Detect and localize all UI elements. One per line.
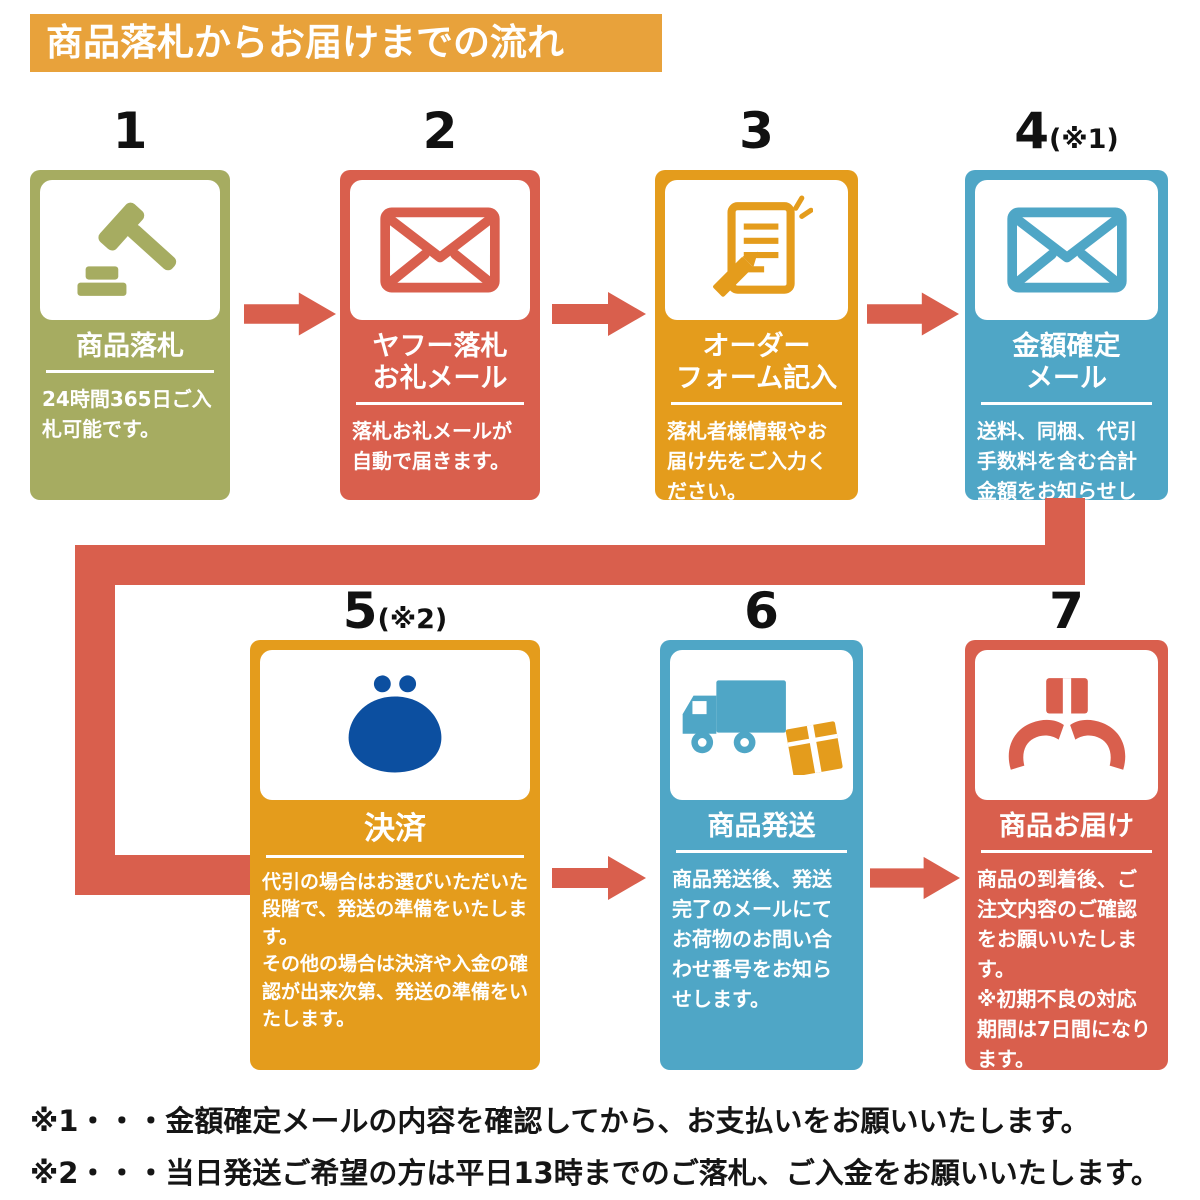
step-card-price-mail: 金額確定 メール 送料、同梱、代引手数料を含む合計金額をお知らせします。 bbox=[965, 170, 1168, 500]
step-number-text: 1 bbox=[112, 102, 148, 160]
step-6-number: 6 bbox=[660, 580, 863, 642]
step-card-delivery: 商品お届け 商品の到着後、ご注文内容のご確認をお願いいたします。 ※初期不良の対… bbox=[965, 640, 1168, 1070]
footnote-1: ※1・・・金額確定メールの内容を確認してから、お支払いをお願いいたします。 bbox=[30, 1104, 1090, 1138]
step-4-title: 金額確定 メール bbox=[1012, 331, 1121, 394]
order-form-icon bbox=[712, 195, 813, 297]
step-number-text: 4 bbox=[1014, 102, 1050, 160]
step-1-icon-box bbox=[40, 180, 220, 320]
step-1-number: 1 bbox=[30, 100, 230, 162]
truck-box-icon bbox=[682, 680, 843, 775]
step-number-text: 7 bbox=[1049, 582, 1084, 640]
step-7-title: 商品お届け bbox=[999, 811, 1134, 842]
mail-icon bbox=[380, 207, 500, 293]
step-number-text: 2 bbox=[422, 102, 458, 160]
step-7-number: 7 bbox=[965, 580, 1168, 642]
mail-icon bbox=[1006, 207, 1127, 293]
step-number-text: 3 bbox=[739, 102, 774, 160]
step-4-body: 送料、同梱、代引手数料を含む合計金額をお知らせします。 bbox=[977, 418, 1137, 500]
step-2-number: 2 bbox=[340, 100, 540, 162]
step-5-icon-box bbox=[260, 650, 530, 800]
divider bbox=[266, 854, 524, 858]
step-7-icon-box bbox=[975, 650, 1158, 800]
flow-arrow-right-icon bbox=[867, 292, 959, 336]
divider bbox=[981, 849, 1152, 853]
connector-horizontal-segment bbox=[75, 545, 1085, 585]
step-number-suffix: (※1) bbox=[1049, 124, 1119, 155]
step-4-number: 4(※1) bbox=[965, 100, 1168, 162]
step-2-title: ヤフー落札 お礼メール bbox=[372, 331, 508, 394]
step-number-suffix: (※2) bbox=[377, 604, 448, 635]
step-1-body: 24時間365日ご入札可能です。 bbox=[42, 386, 212, 441]
step-card-order-form: オーダー フォーム記入 落札者様情報やお届け先をご入力ください。 bbox=[655, 170, 858, 500]
step-card-payment: 決済 代引の場合はお選びいただいた段階で、発送の準備をいたします。 その他の場合… bbox=[250, 640, 540, 1070]
connector-horizontal-segment bbox=[75, 855, 250, 895]
step-6-title: 商品発送 bbox=[707, 811, 816, 842]
step-6-body: 商品発送後、発送完了のメールにてお荷物のお問い合わせ番号をお知らせします。 bbox=[672, 866, 832, 1011]
connector-down-segment bbox=[75, 545, 115, 895]
step-4-icon-box bbox=[975, 180, 1158, 320]
divider bbox=[46, 369, 214, 373]
divider bbox=[676, 849, 847, 853]
step-5-number: 5(※2) bbox=[250, 580, 540, 642]
step-card-thanks-mail: ヤフー落札 お礼メール 落札お礼メールが自動で届きます。 bbox=[340, 170, 540, 500]
step-card-auction-win: 商品落札 24時間365日ご入札可能です。 bbox=[30, 170, 230, 500]
step-card-shipping: 商品発送 商品発送後、発送完了のメールにてお荷物のお問い合わせ番号をお知らせしま… bbox=[660, 640, 863, 1070]
page-title: 商品落札からお届けまでの流れ bbox=[30, 14, 662, 72]
step-5-title: 決済 bbox=[364, 811, 426, 847]
hands-package-icon bbox=[1008, 678, 1125, 770]
flow-arrow-right-icon bbox=[244, 292, 336, 336]
step-3-icon-box bbox=[665, 180, 848, 320]
divider bbox=[671, 401, 842, 405]
flow-arrow-right-icon bbox=[552, 856, 646, 900]
step-2-body: 落札お礼メールが自動で届きます。 bbox=[352, 418, 512, 473]
step-number-text: 6 bbox=[744, 582, 779, 640]
step-5-body: 代引の場合はお選びいただいた段階で、発送の準備をいたします。 その他の場合は決済… bbox=[262, 870, 529, 1031]
flow-arrow-right-icon bbox=[552, 292, 646, 336]
divider bbox=[981, 401, 1152, 405]
divider bbox=[356, 401, 524, 405]
flow-arrow-right-icon bbox=[870, 856, 960, 900]
step-number-text: 5 bbox=[342, 582, 378, 640]
gavel-icon bbox=[77, 202, 177, 296]
step-3-body: 落札者様情報やお届け先をご入力ください。 bbox=[667, 418, 827, 500]
coin-purse-icon bbox=[348, 675, 442, 773]
step-2-icon-box bbox=[350, 180, 530, 320]
step-1-title: 商品落札 bbox=[76, 331, 184, 362]
step-7-body: 商品の到着後、ご注文内容のご確認をお願いいたします。 ※初期不良の対応期間は7日… bbox=[977, 866, 1151, 1070]
step-3-number: 3 bbox=[655, 100, 858, 162]
step-3-title: オーダー フォーム記入 bbox=[675, 331, 838, 394]
footnote-2: ※2・・・当日発送ご希望の方は平日13時までのご落札、ご入金をお願いいたします。 bbox=[30, 1156, 1160, 1190]
step-6-icon-box bbox=[670, 650, 853, 800]
